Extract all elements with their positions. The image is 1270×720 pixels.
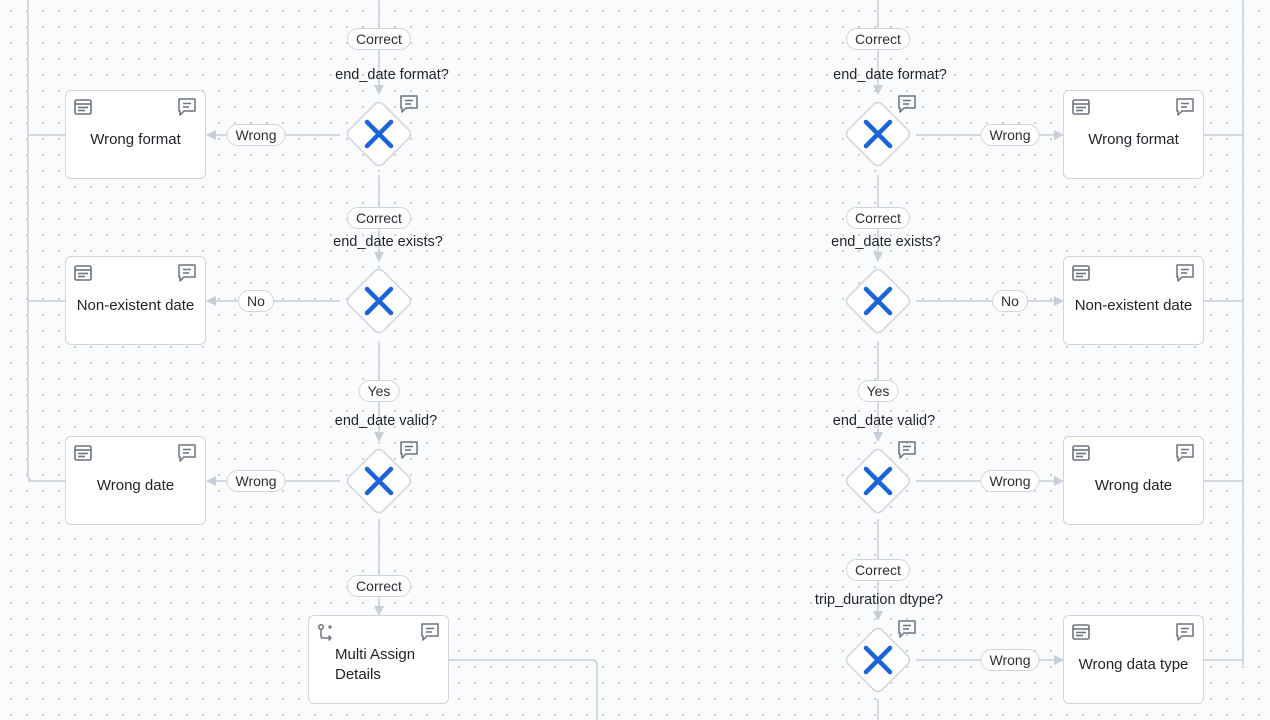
edge-label-yes: Yes [358,380,400,402]
task-wrong-format[interactable]: Wrong format [65,90,206,179]
comment-icon[interactable] [1174,262,1196,284]
comment-icon[interactable] [176,442,198,464]
comment-icon[interactable] [896,439,918,461]
exclusive-gateway-trip-duration-dtype[interactable] [840,622,916,698]
comment-icon[interactable] [1174,621,1196,643]
exclusive-gateway-x-icon [845,101,911,167]
exclusive-gateway-x-icon [346,448,412,514]
gateway-question-end-date-exists: end_date exists? [831,234,941,250]
task-label: Wrong date [1094,477,1173,494]
edge-label-correct: Correct [846,207,910,229]
exclusive-gateway-end-date-valid[interactable] [840,443,916,519]
exclusive-gateway-end-date-exists[interactable] [341,263,417,339]
task-label: Wrong format [1088,131,1179,148]
edge-label-wrong: Wrong [226,470,286,492]
edge-label-wrong: Wrong [980,124,1040,146]
gateway-question-end-date-valid: end_date valid? [334,413,438,429]
form-card-icon [1072,265,1090,281]
comment-icon[interactable] [176,96,198,118]
edge-label-no: No [992,290,1028,312]
form-card-icon [1072,99,1090,115]
comment-icon[interactable] [398,439,420,461]
task-label: Wrong data type [1078,656,1189,673]
edge-label-wrong: Wrong [980,649,1040,671]
edge-label-wrong: Wrong [980,470,1040,492]
exclusive-gateway-end-date-format[interactable] [341,96,417,172]
exclusive-gateway-end-date-format[interactable] [840,96,916,172]
task-wrong-date[interactable]: Wrong date [65,436,206,525]
edge-label-correct: Correct [846,559,910,581]
multi-assign-icon [318,624,333,642]
task-label: Non-existent date [76,297,195,314]
task-label: Multi Assign Details [335,645,448,685]
gateway-question-end-date-exists: end_date exists? [333,234,443,250]
task-label-line: Details [335,666,381,683]
gateway-question-end-date-valid: end_date valid? [832,413,936,429]
comment-icon[interactable] [896,618,918,640]
task-wrong-format[interactable]: Wrong format [1063,90,1204,179]
comment-icon[interactable] [419,621,441,643]
comment-icon[interactable] [896,93,918,115]
task-wrong-data-type[interactable]: Wrong data type [1063,615,1204,704]
comment-icon[interactable] [176,262,198,284]
exclusive-gateway-x-icon [845,627,911,693]
task-label: Non-existent date [1074,297,1193,314]
exclusive-gateway-x-icon [845,268,911,334]
gateway-question-end-date-format: end_date format? [833,67,947,83]
gateway-question-trip-duration-dtype: trip_duration dtype? [814,592,944,608]
task-non-existent-date[interactable]: Non-existent date [65,256,206,345]
edge-label-correct: Correct [846,28,910,50]
task-wrong-date[interactable]: Wrong date [1063,436,1204,525]
exclusive-gateway-x-icon [346,268,412,334]
form-card-icon [1072,624,1090,640]
task-non-existent-date[interactable]: Non-existent date [1063,256,1204,345]
comment-icon[interactable] [1174,96,1196,118]
task-label: Wrong format [90,131,181,148]
edge-label-correct: Correct [347,575,411,597]
task-label-line: Multi Assign [335,646,416,663]
edge-label-correct: Correct [347,28,411,50]
form-card-icon [74,265,92,281]
comment-icon[interactable] [398,93,420,115]
edge-label-correct: Correct [347,207,411,229]
task-label: Wrong date [96,477,175,494]
exclusive-gateway-x-icon [346,101,412,167]
edge-label-wrong: Wrong [226,124,286,146]
form-card-icon [74,99,92,115]
form-card-icon [1072,445,1090,461]
task-multi-assign-details[interactable]: Multi Assign Details [308,615,449,704]
edge-label-no: No [238,290,274,312]
exclusive-gateway-end-date-valid[interactable] [341,443,417,519]
exclusive-gateway-x-icon [845,448,911,514]
gateway-question-end-date-format: end_date format? [335,67,449,83]
form-card-icon [74,445,92,461]
edge-label-yes: Yes [857,380,899,402]
exclusive-gateway-end-date-exists[interactable] [840,263,916,339]
comment-icon[interactable] [1174,442,1196,464]
